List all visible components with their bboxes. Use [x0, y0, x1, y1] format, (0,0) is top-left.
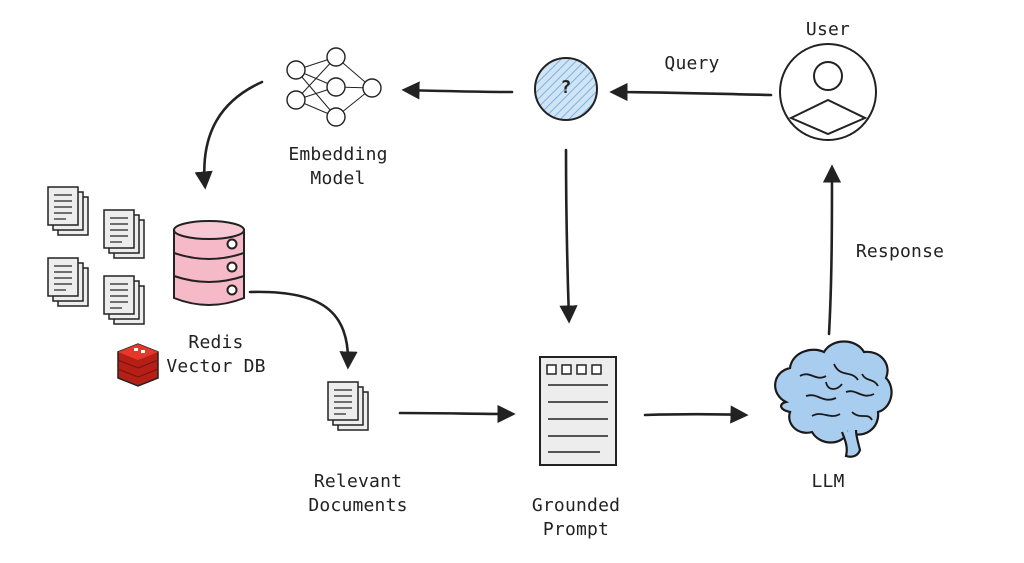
response-label: Response — [855, 241, 945, 262]
embedding-model-label-line2: Model — [310, 168, 366, 189]
query-label: Query — [664, 53, 720, 74]
arrow-embedding-to-db — [194, 80, 264, 190]
grounded-prompt-label-line1: Grounded — [531, 495, 621, 516]
brain-icon — [774, 340, 893, 458]
user-label: User — [805, 19, 851, 40]
arrow-llm-to-user — [822, 164, 842, 336]
arrow-prompt-to-llm — [643, 405, 749, 424]
arrow-query-to-prompt — [559, 148, 578, 324]
question-mark-label: ? — [560, 77, 572, 98]
redis-label: Redis — [188, 332, 244, 353]
arrow-db-to-relevant — [248, 290, 358, 370]
user-avatar-icon — [779, 43, 877, 141]
database-icon — [173, 220, 245, 306]
grounded-prompt-icon — [539, 356, 617, 466]
grounded-prompt-label-line2: Prompt — [542, 519, 610, 540]
documents-pile-icon — [48, 187, 144, 324]
arrow-query-to-embedding — [401, 81, 514, 100]
embedding-model-label-line1: Embedding — [288, 144, 388, 165]
llm-label: LLM — [811, 471, 845, 492]
redis-logo — [117, 343, 159, 387]
query-circle-icon — [534, 57, 598, 121]
neural-network-icon — [286, 47, 382, 127]
relevant-documents-label-line2: Documents — [308, 495, 408, 516]
relevant-documents-label-line1: Relevant — [313, 471, 403, 492]
arrow-user-to-query — [609, 82, 773, 102]
relevant-documents-icon — [328, 382, 368, 430]
vector-db-label: Vector DB — [166, 356, 266, 377]
arrow-relevant-to-prompt — [398, 404, 516, 424]
